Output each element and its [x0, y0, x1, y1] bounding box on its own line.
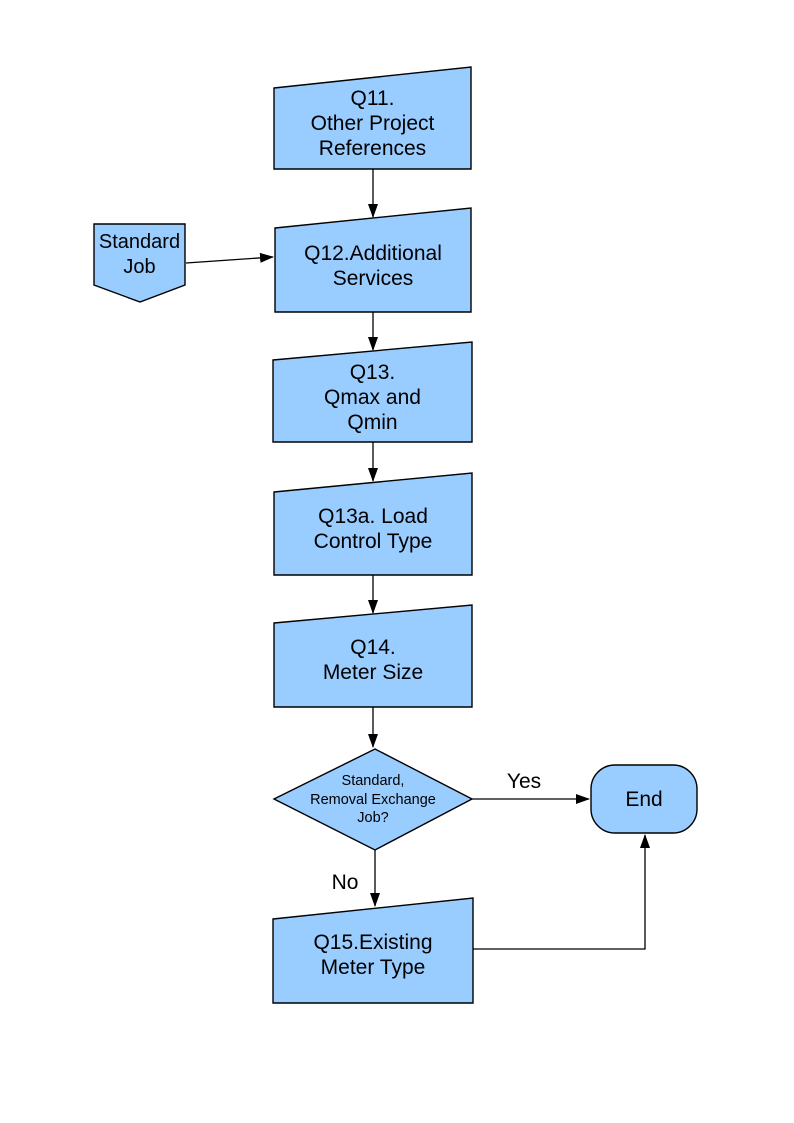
- edge-label-no: No: [331, 871, 359, 894]
- node-standard-job-label: Standard Job: [98, 231, 181, 278]
- node-end-label: End: [625, 787, 663, 811]
- node-q12-label: Q12.Additional Services: [304, 242, 442, 290]
- connector-standardjob-to-q12: [185, 252, 274, 264]
- node-decision-label: Standard, Removal Exchange Job?: [310, 773, 436, 827]
- node-q13-label: Q13. Qmax and Qmin: [324, 361, 421, 434]
- node-standard-job-shape: [93, 223, 186, 303]
- connector-q15-to-end: [473, 834, 650, 950]
- node-q11-shape: [273, 66, 472, 170]
- node-end-shape: [590, 764, 698, 834]
- node-q13a-shape: [273, 472, 473, 576]
- node-q13-shape: [272, 341, 473, 443]
- node-q15-shape: [272, 897, 474, 1004]
- node-q15-label: Q15.Existing Meter Type: [313, 930, 433, 979]
- node-q11-label: Q11. Other Project References: [310, 86, 435, 160]
- node-q12-shape: [274, 207, 472, 313]
- edge-label-yes: Yes: [506, 770, 542, 793]
- node-q14-label: Q14. Meter Size: [322, 635, 424, 684]
- node-q14-shape: [273, 604, 473, 708]
- node-decision-shape: [272, 748, 474, 851]
- node-q13a-label: Q13a. Load Control Type: [313, 504, 433, 553]
